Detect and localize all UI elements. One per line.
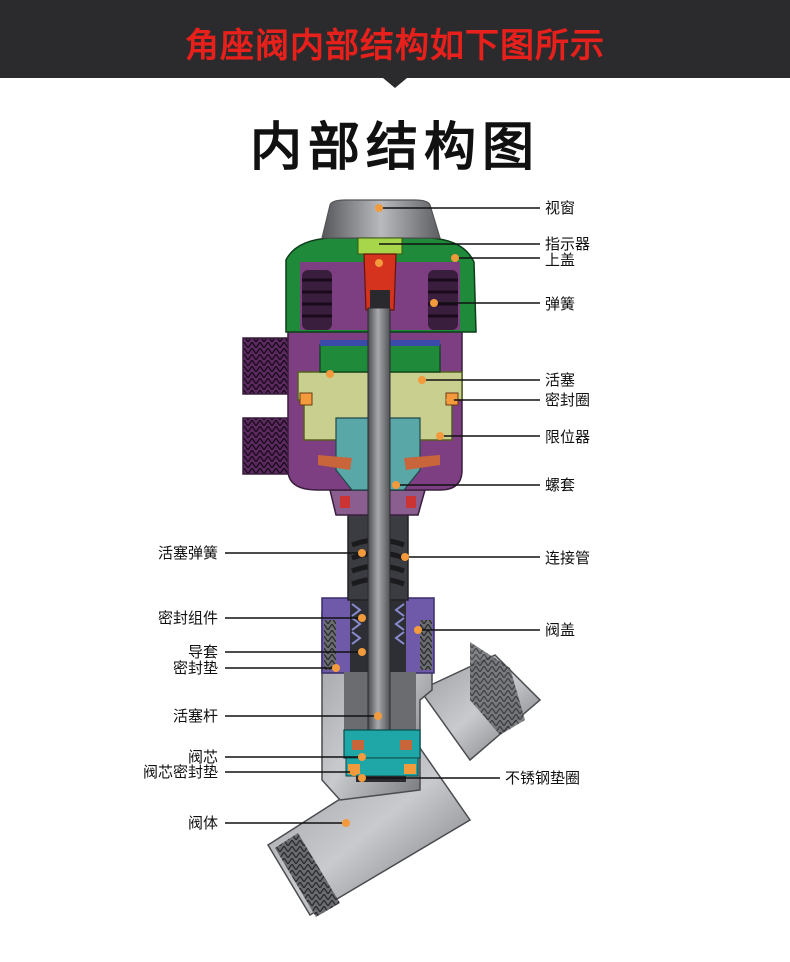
banner-notch [383,78,407,88]
indicator-shape [321,199,441,320]
label-screw-sleeve: 螺套 [545,476,576,494]
label-seal-assembly: 密封组件 [157,609,218,627]
label-valve-core: 阀芯 [187,748,218,766]
marker-guide-sleeve [358,648,366,656]
marker-piston [418,376,426,384]
leader-lines-right [362,207,540,779]
label-guide-sleeve: 导套 [187,643,218,661]
label-indicator: 指示器 [545,235,591,253]
label-connecting-pipe: 连接管 [545,549,591,567]
label-piston: 活塞 [545,371,576,389]
piston-rod-shape [367,307,391,759]
marker-limiter [436,432,444,440]
label-valve-bonnet: 阀盖 [545,621,576,639]
marker-piston-spring [358,549,366,557]
valve-body-shape [266,597,542,917]
header-banner [0,0,790,78]
banner-title: 角座阀内部结构如下图所示 [185,26,605,66]
label-piston-spring: 活塞弹簧 [157,544,218,562]
label-valve-body: 阀体 [187,814,218,832]
label-seal-ring: 密封圈 [545,391,591,409]
marker-valve-core [358,753,366,761]
label-spring: 弹簧 [545,295,576,313]
marker-seal-assembly [358,614,366,622]
marker-sight-window [375,204,383,212]
label-top-cover: 上盖 [545,251,576,269]
marker-spring [430,299,438,307]
actuator-body-shape [242,237,477,491]
label-seal-gasket: 密封垫 [172,659,218,677]
label-sight-window: 视窗 [545,199,576,217]
marker-indicator [375,259,383,267]
marker-seal-gasket [332,664,340,672]
label-limiter: 限位器 [545,428,591,446]
marker-valve-core-gasket [350,768,358,776]
marker-piston-left [326,370,334,378]
marker-top-cover [451,254,459,262]
label-valve-core-gasket: 阀芯密封垫 [142,763,218,781]
leader-lines-left [225,552,378,824]
marker-piston-rod [374,712,382,720]
label-stainless-washer: 不锈钢垫圈 [505,769,581,787]
marker-seal-ring [446,396,454,404]
marker-valve-bonnet [414,626,422,634]
marker-dots [326,204,459,827]
marker-stainless-washer [358,774,366,782]
diagram-title: 内部结构图 [249,117,540,178]
marker-screw-sleeve [392,481,400,489]
marker-connecting-pipe [401,553,409,561]
label-piston-rod: 活塞杆 [172,707,218,725]
marker-valve-body [342,819,350,827]
